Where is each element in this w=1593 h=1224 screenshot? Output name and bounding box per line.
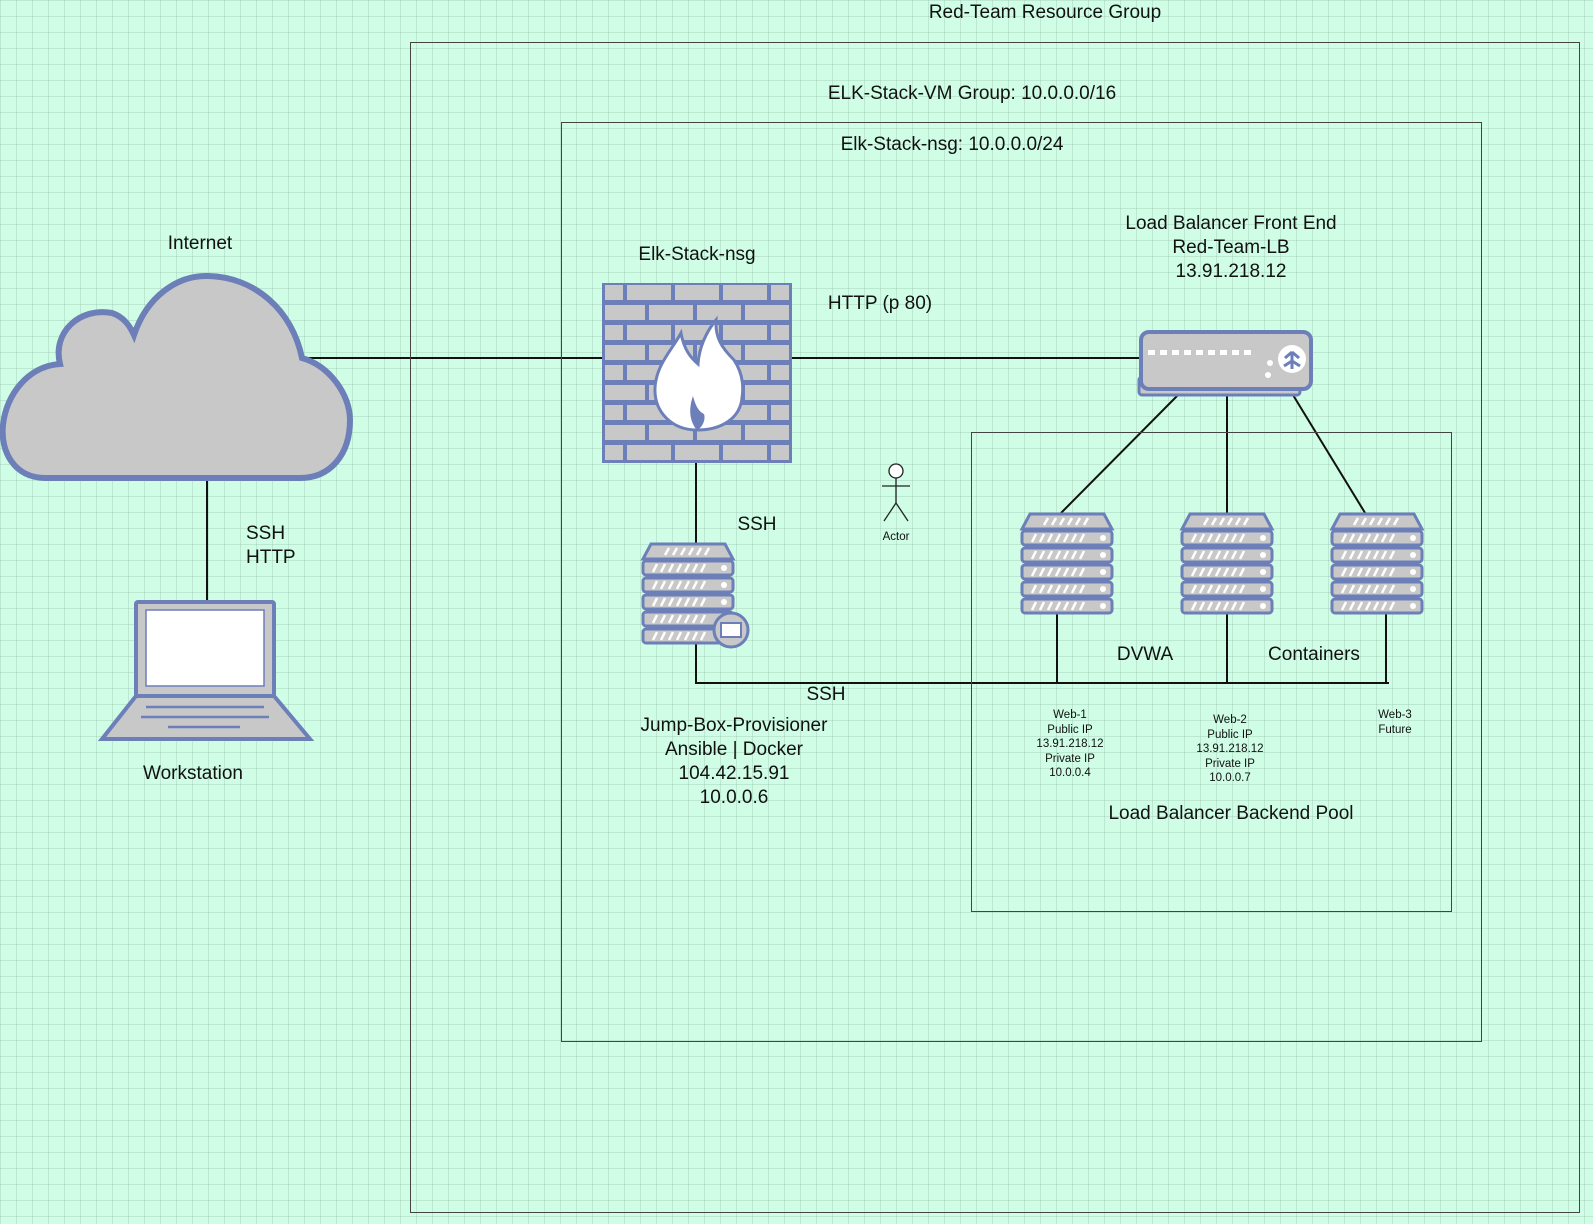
web2-public-ip: 13.91.218.12	[1196, 743, 1264, 755]
http-protocol: HTTP	[246, 547, 296, 568]
web3-status: Future	[1378, 723, 1412, 736]
flame-icon	[653, 315, 745, 432]
jump-box-label: Jump-Box-Provisioner Ansible | Docker 10…	[594, 714, 874, 810]
web1-private-ip-caption: Private IP	[1045, 752, 1095, 765]
actor-label: Actor	[882, 531, 910, 543]
jump-box-name: Jump-Box-Provisioner	[640, 715, 828, 736]
web1-label: Web-1 Public IP 13.91.218.12 Private IP …	[1020, 708, 1120, 781]
web2-private-ip-caption: Private IP	[1205, 757, 1255, 770]
web3-name: Web-3	[1378, 709, 1412, 721]
jumpbox-server-icon	[641, 542, 750, 649]
web1-public-ip-caption: Public IP	[1047, 723, 1093, 736]
actor-icon	[882, 463, 910, 522]
web2-label: Web-2 Public IP 13.91.218.12 Private IP …	[1180, 713, 1280, 786]
web1-public-ip: 13.91.218.12	[1036, 738, 1104, 750]
web3-label: Web-3 Future	[1345, 708, 1445, 737]
laptop-icon	[97, 600, 315, 741]
firewall-jumpbox-ssh-label: SSH	[737, 514, 777, 535]
web1-private-ip: 10.0.0.4	[1049, 767, 1091, 779]
web2-name: Web-2	[1213, 714, 1247, 726]
jump-box-tools: Ansible | Docker	[665, 739, 803, 760]
edge-lb-web1	[1060, 394, 1179, 514]
firewall-icon	[602, 283, 792, 463]
edge-lb-web3	[1292, 394, 1371, 522]
edge-jumpbox-bus	[695, 640, 1389, 684]
load-balancer-icon	[1137, 330, 1313, 397]
http-port-label: HTTP (p 80)	[827, 293, 933, 314]
backend-pool-box	[971, 432, 1452, 912]
resource-group-box	[410, 42, 1580, 1213]
web2-private-ip: 10.0.0.7	[1209, 772, 1251, 784]
internet-label: Internet	[167, 233, 233, 254]
workstation-label: Workstation	[143, 763, 243, 784]
vm-group-label: ELK-Stack-VM Group: 10.0.0.0/16	[827, 83, 1117, 104]
jump-box-private-ip: 10.0.0.6	[699, 787, 769, 808]
backend-pool-label: Load Balancer Backend Pool	[1108, 803, 1354, 824]
load-balancer-label: Load Balancer Front End Red-Team-LB 13.9…	[1081, 212, 1381, 284]
ssh-protocol: SSH	[246, 523, 286, 544]
connector-lines	[206, 357, 1389, 684]
jump-box-public-ip: 104.42.15.91	[678, 763, 790, 784]
workstation-protocols-label: SSH HTTP	[246, 522, 296, 570]
web1-name: Web-1	[1053, 709, 1087, 721]
vm-group-box	[561, 122, 1482, 1042]
load-balancer-name: Load Balancer Front End	[1125, 213, 1337, 234]
load-balancer-id: Red-Team-LB	[1172, 237, 1290, 258]
cloud-icon	[0, 272, 354, 481]
nsg-subnet-label: Elk-Stack-nsg: 10.0.0.0/24	[840, 134, 1064, 155]
load-balancer-ip: 13.91.218.12	[1175, 261, 1287, 282]
web2-public-ip-caption: Public IP	[1207, 728, 1253, 741]
resource-group-label: Red-Team Resource Group	[928, 2, 1162, 23]
dvwa-label: DVWA	[1116, 644, 1174, 665]
jumpbox-bus-ssh-label: SSH	[806, 684, 846, 705]
firewall-label: Elk-Stack-nsg	[638, 244, 756, 265]
containers-label: Containers	[1268, 644, 1360, 665]
